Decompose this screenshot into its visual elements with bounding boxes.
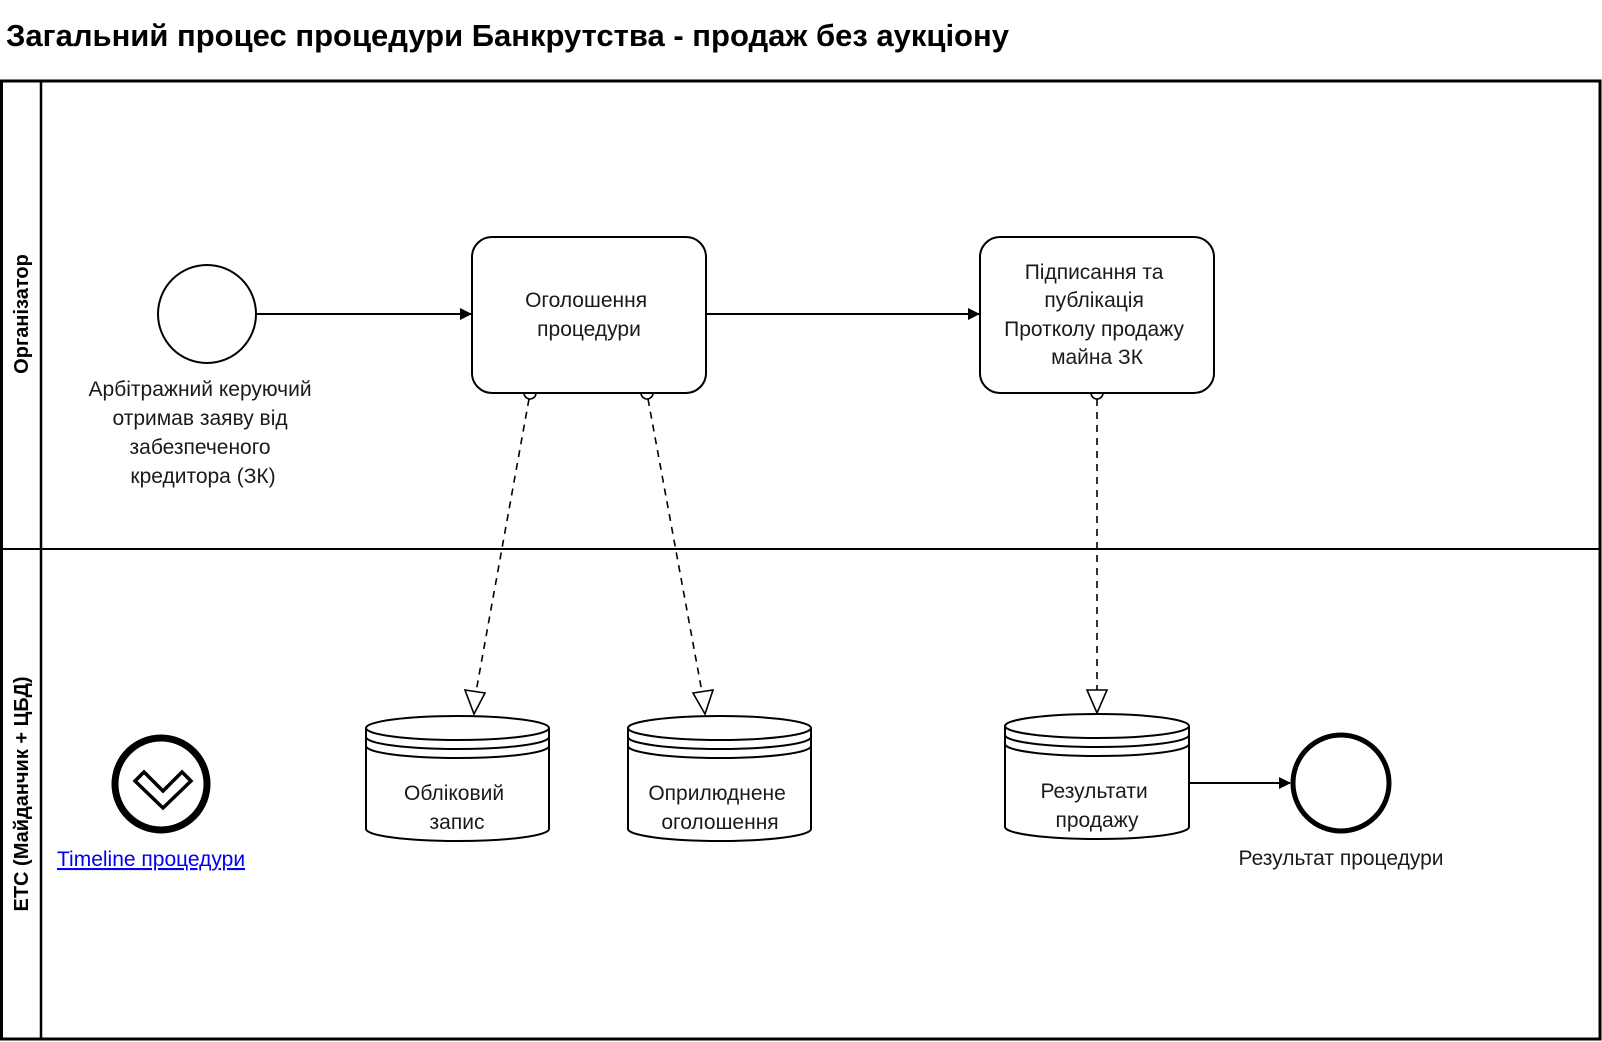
pool-frame: [0, 79, 1602, 1041]
data-store-top: [627, 715, 812, 741]
lane-organizer: Організатор: [11, 254, 33, 374]
end-event-circle[interactable]: [1290, 732, 1392, 834]
task-box[interactable]: [471, 236, 707, 394]
data-store-sale-results-label: Результати продажу: [1040, 780, 1153, 832]
data-store-rim: [365, 736, 550, 750]
lane-label-organizer: Організатор: [11, 254, 33, 374]
data-store-account-record[interactable]: [365, 715, 550, 842]
data-store-rim: [627, 736, 812, 750]
data-association-announce-to-published[interactable]: [640, 386, 715, 716]
timeline-widget[interactable]: Timeline процедури: [57, 734, 245, 871]
association-arrowhead: [1085, 689, 1109, 716]
task-box[interactable]: [979, 236, 1215, 394]
association-arrowhead: [691, 689, 715, 716]
start-event-circle[interactable]: [157, 264, 257, 364]
chevron-down-circle-icon[interactable]: [111, 734, 211, 834]
task-sign-publish-protocol[interactable]: Підписання та публікація Протколу продаж…: [979, 236, 1215, 394]
diagram-title: Загальний процес процедури Банкрутства -…: [6, 18, 1009, 53]
lane-ets: ЕТС (Майданчик + ЦБД): [11, 676, 33, 911]
association-arrowhead: [463, 689, 487, 716]
task-announce-procedure[interactable]: Оголошення процедури: [471, 236, 707, 394]
data-store-rim: [365, 745, 550, 759]
data-store-rim: [1004, 743, 1190, 757]
end-event-label: Результат процедури: [1238, 847, 1443, 870]
data-store-rim: [627, 745, 812, 759]
data-store-sale-results[interactable]: [1004, 713, 1190, 840]
data-store-account-record-label: Обліковий запис: [404, 782, 510, 834]
lane-label-ets: ЕТС (Майданчик + ЦБД): [11, 676, 33, 911]
data-store-top: [1004, 713, 1190, 739]
task-label: Підписання та публікація Протколу продаж…: [1004, 261, 1190, 369]
data-store-top: [365, 715, 550, 741]
timeline-link[interactable]: Timeline процедури: [57, 848, 245, 871]
data-store-rim: [1004, 734, 1190, 748]
data-store-published-announcement[interactable]: [627, 715, 812, 842]
end-event[interactable]: Результат процедури: [1238, 732, 1444, 870]
start-event-label: Арбітражний керуючий отримав заяву від з…: [89, 378, 318, 488]
data-store-labels: Обліковий запис Оприлюднене оголошення Р…: [404, 780, 1153, 834]
start-event[interactable]: Арбітражний керуючий отримав заяву від з…: [89, 264, 318, 488]
pool: [0, 79, 1602, 1041]
data-association-announce-to-record[interactable]: [463, 386, 537, 716]
task-label: Оголошення процедури: [525, 289, 653, 341]
data-store-published-announcement-label: Оприлюднене оголошення: [648, 782, 791, 834]
